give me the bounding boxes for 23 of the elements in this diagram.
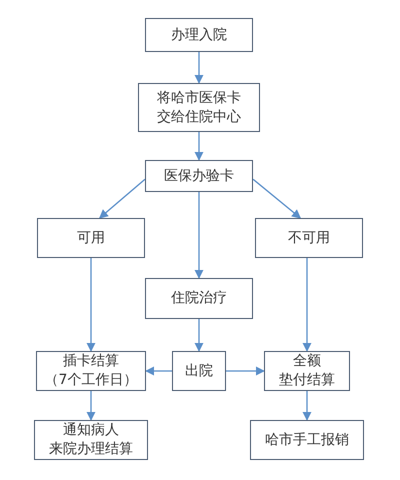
arrow	[194, 319, 204, 352]
arrow	[302, 391, 312, 421]
arrow	[86, 391, 96, 421]
arrow	[194, 132, 204, 161]
arrow	[252, 178, 302, 219]
arrow	[194, 192, 204, 279]
process-box: 不可用	[255, 218, 363, 258]
arrow	[98, 178, 146, 219]
process-box: 通知病人来院办理结算	[34, 420, 148, 460]
process-box: 住院治疗	[145, 278, 253, 319]
process-box: 办理入院	[145, 18, 253, 52]
process-box: 出院	[172, 351, 226, 391]
arrow	[302, 258, 312, 352]
arrow	[226, 366, 265, 376]
process-box: 全额垫付结算	[264, 351, 350, 391]
process-box: 插卡结算（7个工作日）	[36, 351, 146, 391]
process-box: 可用	[37, 218, 145, 258]
arrow	[194, 52, 204, 84]
process-box: 医保办验卡	[145, 160, 253, 192]
process-box: 将哈市医保卡交给住院中心	[138, 83, 260, 132]
arrow	[86, 258, 96, 352]
process-box: 哈市手工报销	[250, 420, 364, 460]
arrow	[145, 366, 172, 376]
